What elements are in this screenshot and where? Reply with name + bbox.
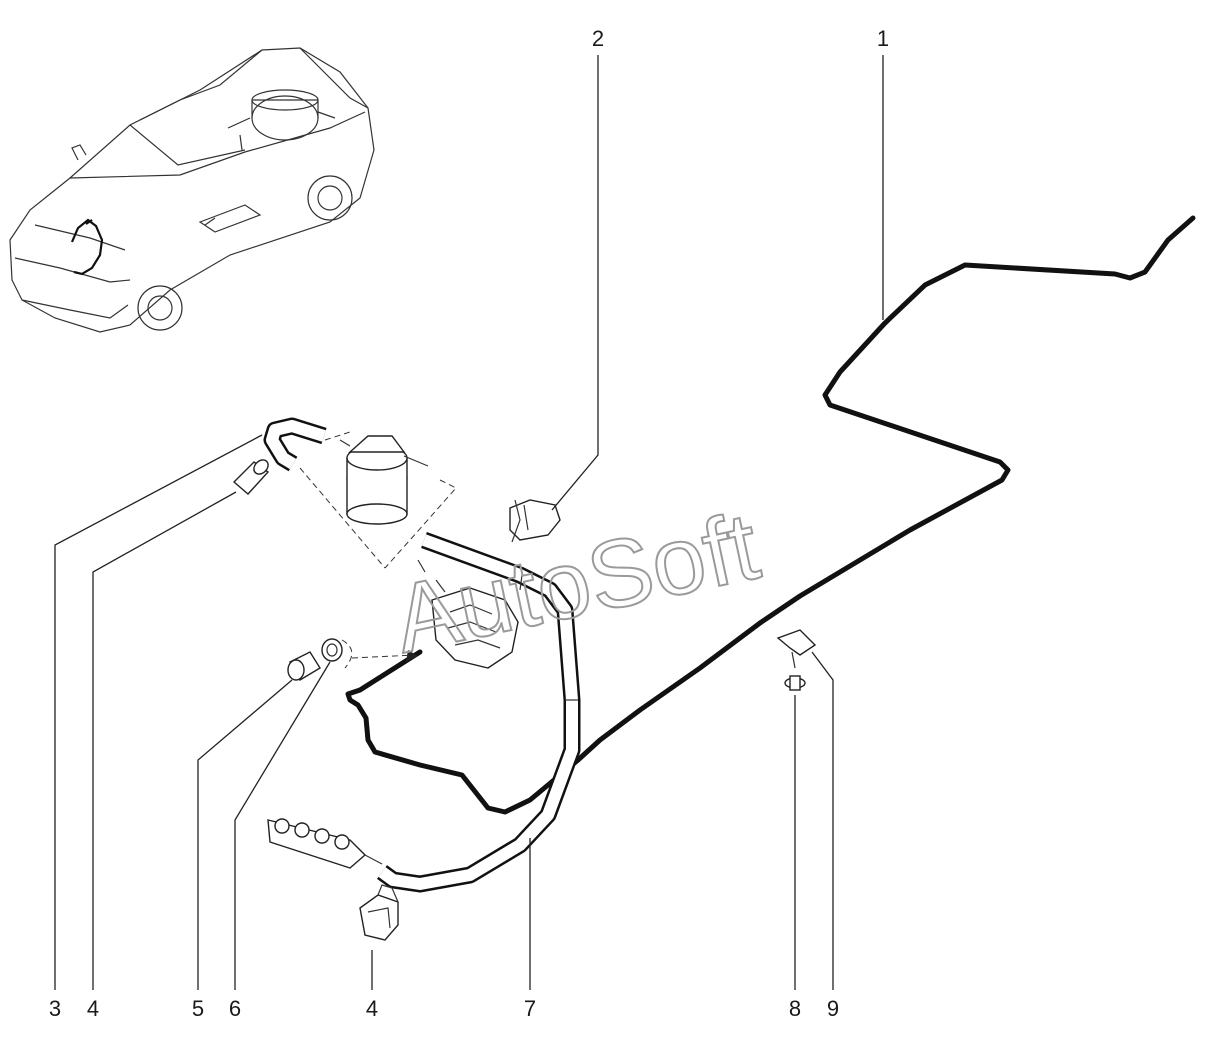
vehicle-overview-illustration [9, 47, 375, 333]
sleeve-icon [232, 459, 270, 495]
main-gas-line [345, 215, 1196, 815]
callout-9: 9 [827, 996, 839, 1021]
leader-4a [92, 491, 237, 990]
bracket-icon [776, 629, 817, 669]
leader-3 [54, 434, 263, 990]
hose-clip-icon [509, 499, 561, 543]
leader-6 [234, 661, 331, 990]
callout-4-bottom: 4 [366, 996, 378, 1021]
flexible-hose [377, 532, 581, 893]
plug-cap-icon [287, 651, 321, 681]
filter-and-reducer-group [263, 417, 519, 669]
leader-lines [54, 55, 884, 990]
plug-seal-icon [321, 638, 418, 669]
callout-1: 1 [877, 26, 889, 51]
callout-3: 3 [49, 996, 61, 1021]
gas-filter-icon [339, 435, 429, 525]
callout-8: 8 [789, 996, 801, 1021]
callout-2: 2 [592, 26, 604, 51]
callout-6: 6 [229, 996, 241, 1021]
injector-rail-icon [267, 818, 383, 869]
callout-labels: 1 2 3 4 5 6 4 7 8 9 [49, 26, 889, 1021]
callout-4-left: 4 [87, 996, 99, 1021]
bolt-icon [784, 675, 806, 691]
leader-9 [811, 651, 834, 990]
leader-5 [197, 679, 293, 990]
callout-7: 7 [524, 996, 536, 1021]
hose-clamp-icon [359, 884, 399, 941]
callout-5: 5 [192, 996, 204, 1021]
gas-reducer-icon [417, 559, 519, 669]
leader-2 [551, 55, 599, 511]
